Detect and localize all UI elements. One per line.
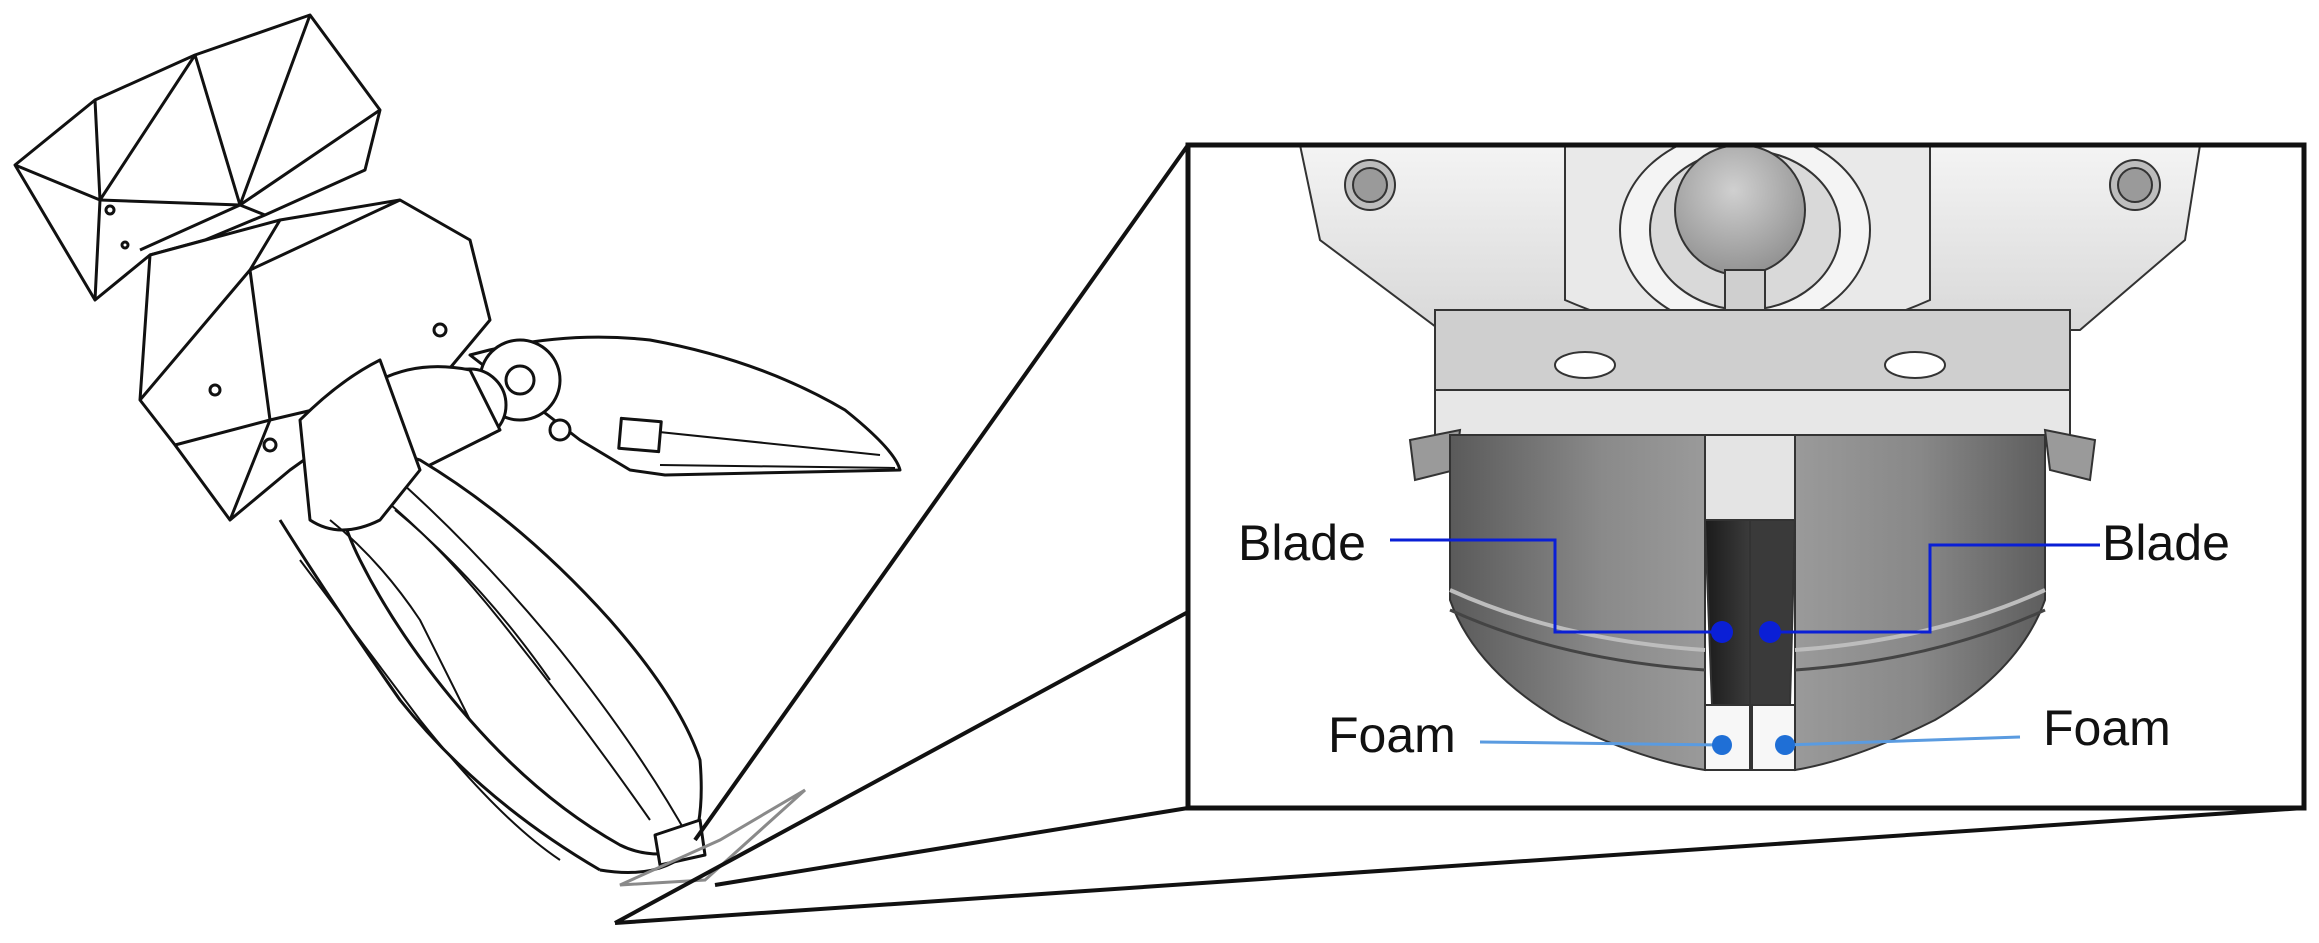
foam-right-callout	[1775, 735, 2021, 755]
zoom-connector-lines	[614, 143, 2305, 925]
foam-right-marker	[1775, 735, 1795, 755]
blade-left-callout	[1390, 538, 1733, 643]
blade-right-marker	[1759, 621, 1781, 643]
zoom-inset	[1185, 142, 2307, 811]
zoom-region-marker	[619, 788, 807, 887]
blade-right-label: Blade	[2102, 515, 2230, 571]
blade-right-callout	[1759, 543, 2100, 643]
blade-left-marker	[1711, 621, 1733, 643]
foam-left-marker	[1712, 735, 1732, 755]
blade-left-label: Blade	[1238, 515, 1366, 571]
foam-left-label: Foam	[1328, 707, 1456, 763]
gripper-line-drawing	[13, 13, 902, 874]
foam-left-callout	[1479, 735, 1732, 755]
foam-right-label: Foam	[2043, 700, 2171, 756]
